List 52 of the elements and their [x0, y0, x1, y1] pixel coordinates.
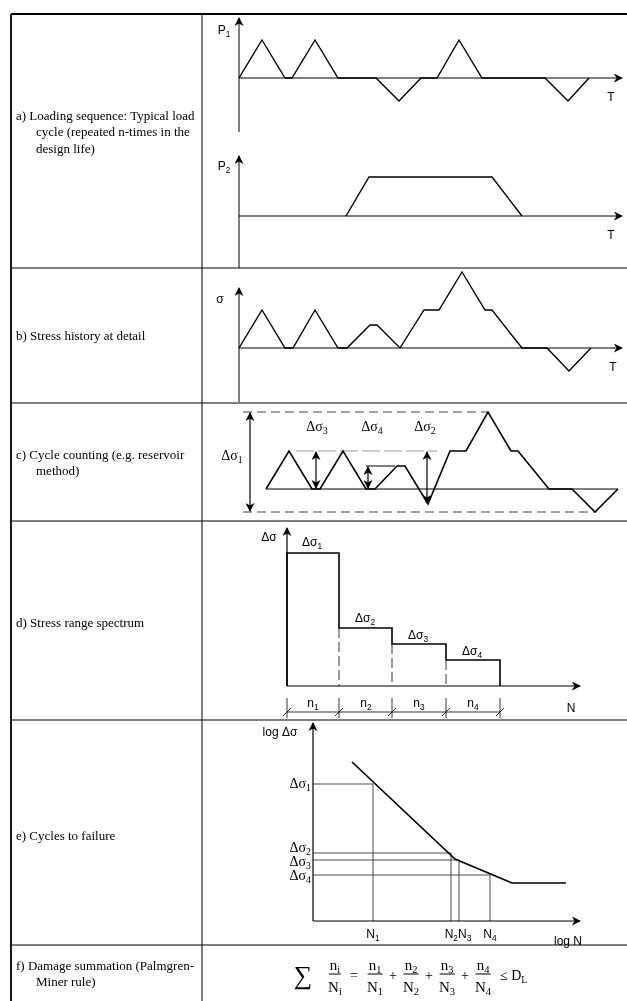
row-description: f) Damage summation (Palmgren-Miner rule) — [16, 958, 195, 991]
axis-label: Δσ$_{3}$ — [289, 855, 311, 869]
fraction-numerator: n$_{2}$ — [403, 957, 419, 975]
axis-label: n$_{3}$ — [413, 697, 425, 709]
axis-label: + — [389, 969, 397, 983]
row-description: c) Cycle counting (e.g. reservoir method) — [16, 447, 186, 480]
axis-label: Δσ$_{2}$ — [289, 841, 311, 855]
axis-label: N$_{3}$ — [458, 928, 472, 940]
axis-label: N$_{4}$ — [483, 928, 497, 940]
axis-label: P$_{2}$ — [217, 160, 231, 172]
axis-label: Δσ$_{4}$ — [461, 645, 483, 657]
axis-label: + — [425, 969, 433, 983]
axis-label: σ — [216, 293, 224, 305]
fraction-numerator: n$_{1}$ — [367, 957, 383, 975]
fraction-denominator: N$_{i}$ — [327, 979, 343, 995]
axis-label: log N — [554, 935, 582, 947]
row-description: e) Cycles to failure — [16, 827, 117, 845]
axis-label: = — [350, 969, 358, 983]
axis-label: Δσ$_{4}$ — [289, 869, 311, 883]
axis-label: N — [566, 702, 576, 714]
axis-label: T — [607, 229, 615, 241]
axis-label: Δσ$_{4}$ — [361, 420, 383, 434]
axis-label: Δσ$_{1}$ — [301, 536, 323, 548]
axis-label: log Δσ — [262, 726, 298, 738]
fraction-denominator: N$_{1}$ — [365, 979, 385, 995]
fraction-denominator: N$_{4}$ — [473, 979, 493, 995]
summation-sign: ∑ — [293, 963, 313, 989]
fraction-denominator: N$_{3}$ — [437, 979, 457, 995]
axis-label: N$_{2}$ — [444, 928, 458, 940]
fraction-numerator: n$_{4}$ — [475, 957, 491, 975]
axis-label: + — [461, 969, 469, 983]
axis-label: T — [609, 361, 617, 373]
fraction-numerator: n$_{3}$ — [439, 957, 455, 975]
axis-label: n$_{4}$ — [467, 697, 479, 709]
row-description: b) Stress history at detail — [16, 327, 147, 345]
axis-label: Δσ — [261, 531, 277, 543]
axis-label: N$_{1}$ — [366, 928, 380, 940]
fraction-numerator: n$_{i}$ — [328, 957, 342, 975]
row-description: d) Stress range spectrum — [16, 614, 146, 632]
fraction-denominator: N$_{2}$ — [401, 979, 421, 995]
axis-label: n$_{1}$ — [307, 697, 319, 709]
axis-label: Δσ$_{1}$ — [289, 777, 311, 791]
axis-label: n$_{2}$ — [360, 697, 372, 709]
axis-label: Δσ$_{2}$ — [414, 420, 436, 434]
axis-label: ≤ D$_{L}$ — [500, 969, 528, 983]
axis-label: Δσ$_{3}$ — [306, 420, 328, 434]
axis-label: Δσ$_{1}$ — [221, 449, 243, 463]
axis-label: P$_{1}$ — [217, 24, 231, 36]
row-description: a) Loading sequence: Typical load cycle (repeated n-times in the design life) — [16, 108, 196, 157]
axis-label: T — [607, 91, 615, 103]
axis-label: Δσ$_{2}$ — [354, 612, 376, 624]
axis-label: Δσ$_{3}$ — [407, 629, 429, 641]
